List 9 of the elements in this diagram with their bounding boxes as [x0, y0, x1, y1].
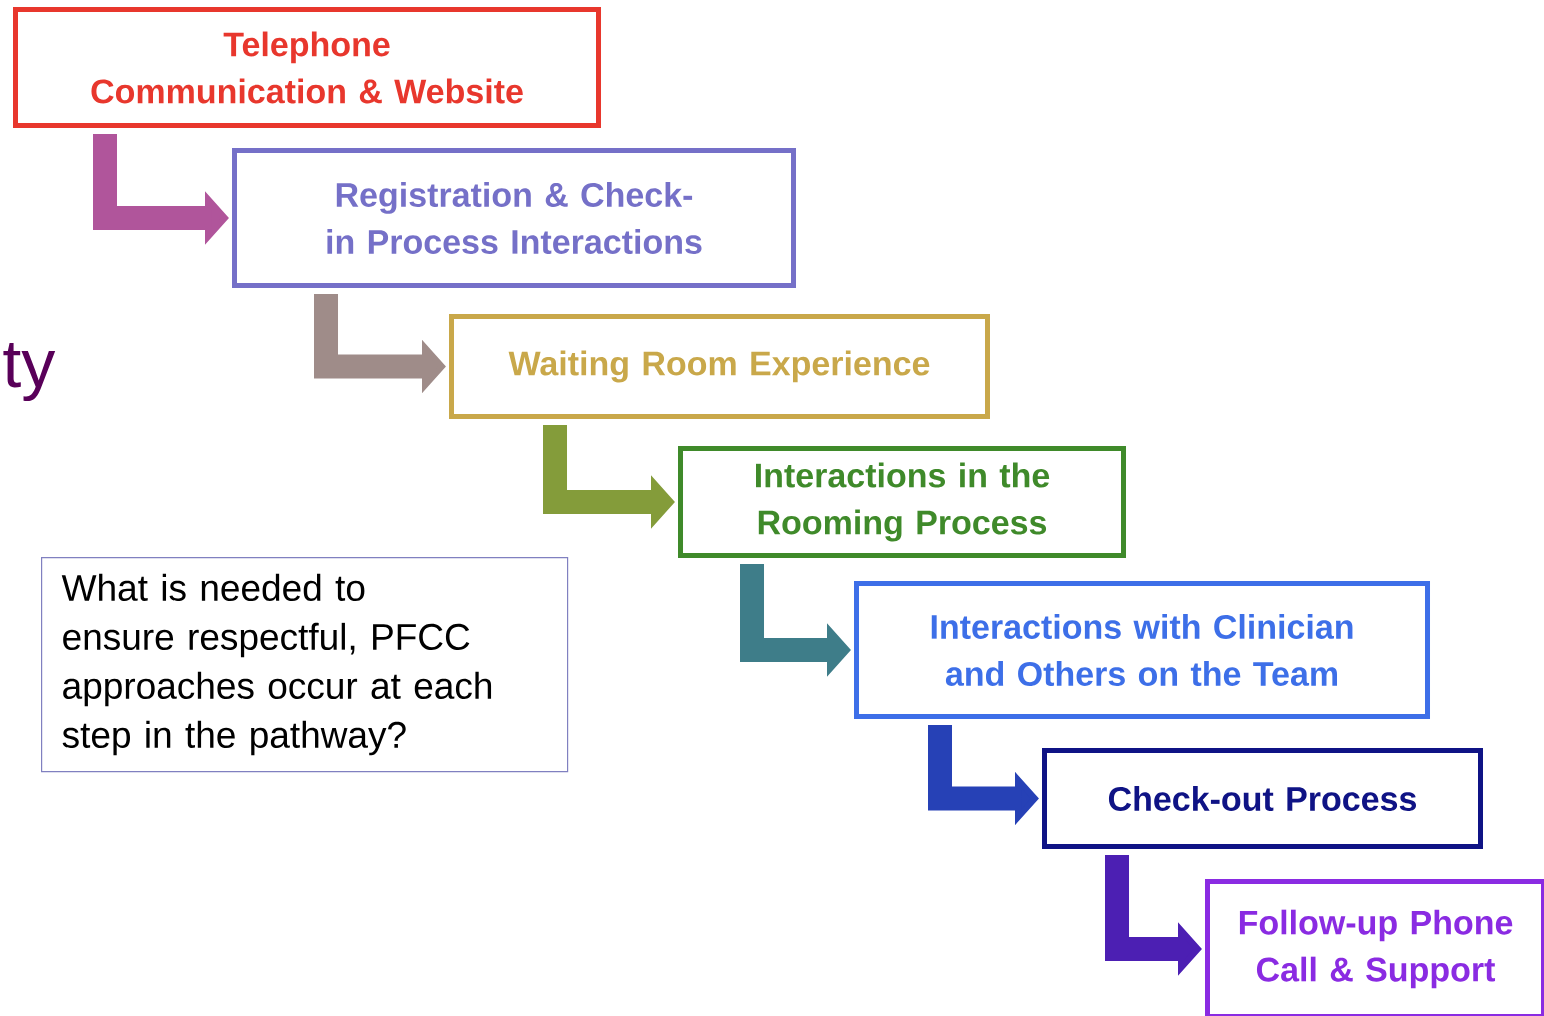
- title-fragment: ty: [3, 342, 56, 402]
- step-box: Interactions with Clinician and Others on the Team: [854, 581, 1430, 719]
- step-box: Check-out Process: [1042, 748, 1483, 849]
- step-box: Interactions in the Rooming Process: [678, 446, 1126, 558]
- step-box: Follow-up Phone Call & Support: [1205, 879, 1544, 1016]
- question-box: What is needed to ensure respectful, PFCC approaches occur at each step in the pathway?: [41, 557, 569, 773]
- step-box: Waiting Room Experience: [449, 314, 990, 419]
- step-box: Registration & Check-in Process Interactions: [232, 148, 796, 288]
- step-box: Telephone Communication & Website: [13, 7, 601, 128]
